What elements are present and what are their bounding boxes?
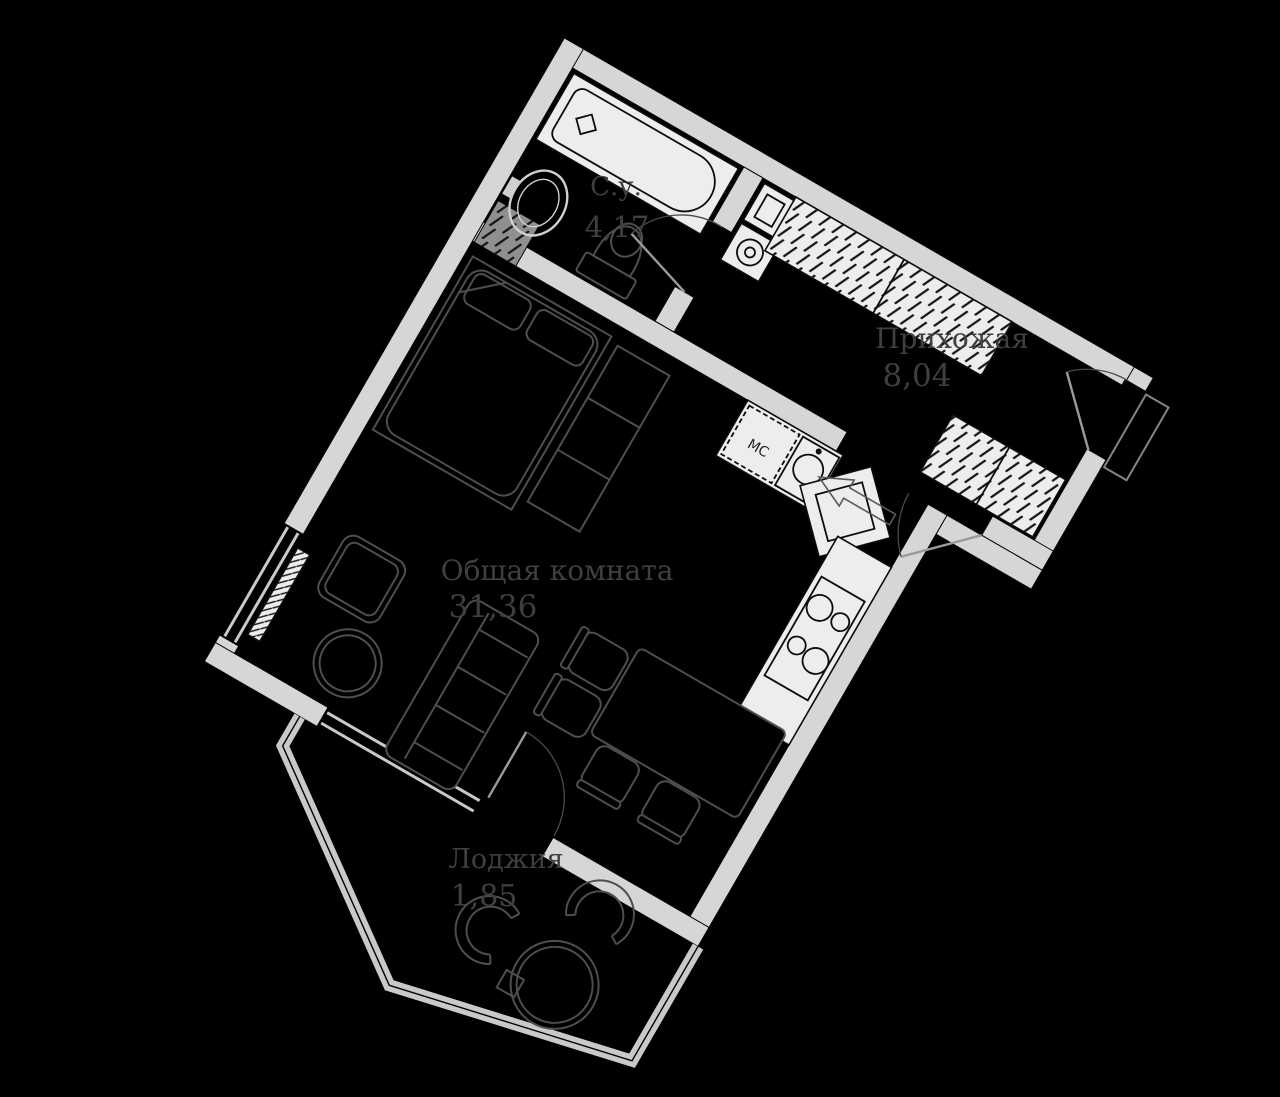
kitchen-sink-tap: [815, 448, 822, 455]
room-area-hallway: 8,04: [882, 358, 951, 394]
dining-set: [532, 626, 786, 845]
washing-machine: [720, 404, 801, 485]
bathtub-drain: [575, 113, 597, 136]
bathroom-door: [630, 214, 723, 293]
loggia-table: [495, 939, 600, 1030]
stove-counter: [734, 535, 893, 747]
dining-chair: [576, 745, 640, 810]
dining-chair: [532, 672, 602, 738]
wall-main-partition-left: [471, 221, 848, 452]
loggia-glazing-line: [281, 716, 699, 1062]
room-label-living-room: Общая комната: [441, 554, 674, 587]
dining-table: [591, 648, 786, 818]
entrance-opening: [1085, 378, 1148, 462]
sofa: [385, 599, 540, 791]
walls: [203, 37, 1154, 948]
left-window-glass: [223, 526, 290, 637]
square-table: [317, 534, 407, 624]
bathroom: [502, 72, 740, 300]
kitchen: МС: [714, 399, 982, 747]
fridge: [799, 465, 892, 558]
pillow: [463, 273, 532, 331]
burner: [786, 635, 807, 656]
left-radiator: [246, 546, 311, 643]
left-window-glass: [233, 532, 300, 643]
wall-main-partition-right: [980, 515, 1054, 571]
loggia-table-notch: [495, 968, 526, 999]
bathroom-door-opening: [673, 220, 734, 299]
room-area-bathroom: 4,17: [585, 210, 650, 244]
entrance-landing: [1102, 393, 1170, 482]
room-labels: С.у. 4,17 Прихожая 8,04 Общая комната 31…: [441, 172, 1029, 914]
loggia-door: [487, 731, 565, 836]
burner: [801, 647, 830, 675]
washer-cabinet: [719, 222, 781, 283]
kitchen-passage-door: [897, 492, 982, 558]
dining-chair: [559, 626, 629, 692]
dining-chair: [636, 780, 701, 845]
bed: [371, 255, 613, 512]
hallway: [719, 182, 1170, 538]
wardrobe-entry: [918, 413, 1067, 538]
loggia-door-opening: [471, 795, 555, 859]
loggia-window-glass: [320, 721, 475, 813]
room-label-loggia: Лоджия: [448, 844, 563, 875]
room-area-loggia: 1,85: [451, 879, 518, 914]
loggia: [275, 713, 704, 1068]
room-area-living-room: 31,36: [449, 589, 538, 625]
pillow: [525, 309, 595, 367]
room-label-bathroom: С.у.: [590, 172, 642, 202]
room-label-hallway: Прихожая: [875, 322, 1029, 355]
entry-direction-arrow: [817, 476, 897, 526]
left-window-opening: [217, 521, 306, 648]
wardrobe-top: [763, 195, 1014, 377]
burner: [830, 612, 851, 633]
bed-wardrobe-column: [526, 344, 671, 534]
living-room: [246, 255, 786, 845]
loggia-chair: [454, 895, 521, 966]
bathtub: [534, 72, 740, 236]
vent-shaft: [473, 199, 541, 267]
loggia-chair: [564, 879, 635, 946]
bathroom-sink: [502, 169, 569, 237]
apartment-plan: МС: [203, 37, 1170, 1068]
burner: [805, 593, 834, 622]
entrance-door: [1065, 368, 1170, 482]
stove: [763, 575, 867, 702]
round-stool: [312, 628, 383, 699]
sink-tap: [502, 176, 521, 199]
